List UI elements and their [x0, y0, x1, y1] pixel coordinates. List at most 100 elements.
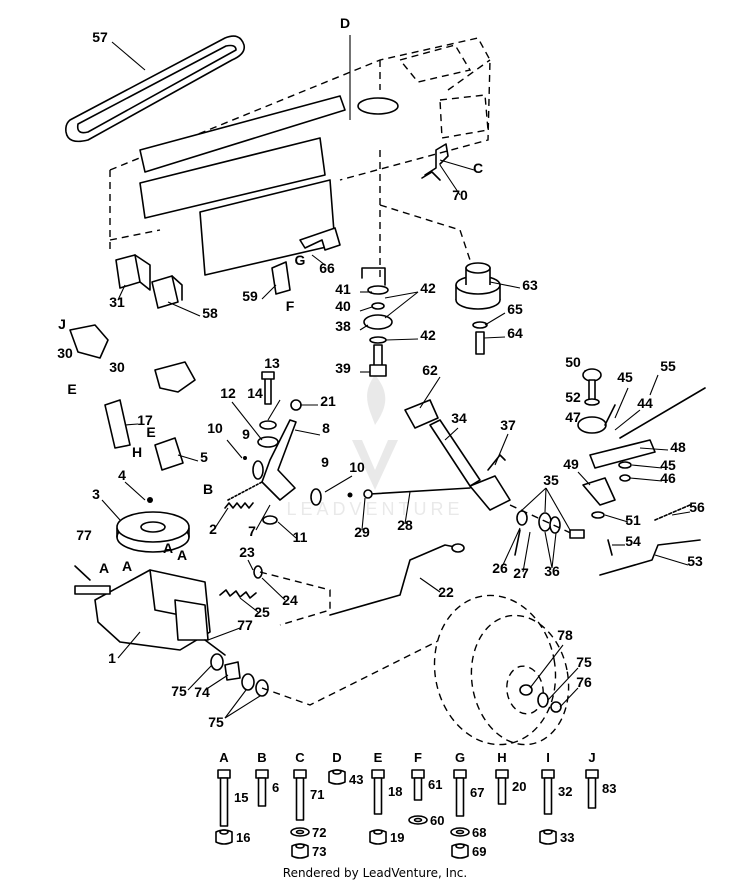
frame: [109, 37, 491, 280]
callout-c62: 62: [422, 362, 438, 378]
callout-c10b: 10: [349, 459, 365, 475]
axle-spacers: [210, 634, 451, 706]
callout-c40: 40: [335, 298, 351, 314]
lever-8: [227, 419, 353, 525]
callout-c74: 74: [194, 684, 210, 700]
callout-c27: 27: [513, 565, 529, 581]
callout-c63: 63: [522, 277, 538, 293]
rod-28: [363, 487, 471, 499]
callout-c78: 78: [557, 627, 573, 643]
pulley-3: [116, 497, 190, 553]
bolt-F-head: [411, 769, 425, 779]
callout-c13: 13: [264, 355, 280, 371]
bracket-59: [271, 261, 291, 295]
nut-G: [451, 843, 469, 859]
washers-35-36: [509, 504, 585, 556]
bolt-A-shank: [219, 777, 229, 827]
callout-leaders: [101, 35, 691, 719]
hardware-letter-I: I: [546, 750, 550, 765]
bolt-C-head: [293, 769, 307, 779]
watermark-logo: LEADVENTURE: [286, 375, 463, 519]
callout-c45b: 45: [660, 457, 676, 473]
hardware-bolt-H: 20: [512, 779, 526, 794]
bolt-stack-13: [257, 371, 302, 448]
hardware-letter-C: C: [295, 750, 305, 765]
spring-25: [219, 565, 263, 599]
callout-cF: F: [286, 298, 295, 314]
callout-c36: 36: [544, 563, 560, 579]
bolt-I-shank: [543, 777, 553, 815]
callout-c44: 44: [637, 395, 653, 411]
callout-c30b: 30: [109, 359, 125, 375]
bracket-66: [299, 227, 341, 251]
washer-C-hole: [295, 829, 305, 835]
callout-c17: 17: [137, 412, 153, 428]
clip-37: [487, 454, 506, 471]
callout-c53: 53: [687, 553, 703, 569]
rod-53: [599, 539, 701, 576]
callout-c54: 54: [625, 533, 641, 549]
hardware-nut-D: 43: [349, 772, 363, 787]
hardware-bolt-C: 71: [310, 787, 324, 802]
callout-c58: 58: [202, 305, 218, 321]
callout-c76: 76: [576, 674, 592, 690]
bolt-B-head: [255, 769, 269, 779]
callout-c9b: 9: [321, 454, 329, 470]
knob-50: [577, 368, 616, 434]
hardware-letter-B: B: [257, 750, 266, 765]
callout-c75a: 75: [576, 654, 592, 670]
nut-D-hole: [332, 769, 342, 775]
hardware-nut-I: 33: [560, 830, 574, 845]
callout-cE2: E: [146, 424, 155, 440]
washer-F-hole: [413, 817, 423, 823]
callout-cA3: A: [99, 560, 109, 576]
bolt-C-shank: [295, 777, 305, 821]
hardware-bolt-F: 61: [428, 777, 442, 792]
callout-c52: 52: [565, 389, 581, 405]
bolt-J-shank: [587, 777, 597, 809]
callout-c39: 39: [335, 360, 351, 376]
hardware-bolt-I: 32: [558, 784, 572, 799]
callout-c65: 65: [507, 301, 523, 317]
callout-c35: 35: [543, 472, 559, 488]
hardware-bolt-E: 18: [388, 784, 402, 799]
callout-c9a: 9: [242, 426, 250, 442]
callout-c70: 70: [452, 187, 468, 203]
callout-cD: D: [340, 15, 350, 31]
nut-A: [215, 829, 233, 845]
bolt-A-head: [217, 769, 231, 779]
callout-cA4: A: [122, 558, 132, 574]
callout-cE1: E: [67, 381, 76, 397]
callout-c66: 66: [319, 260, 335, 276]
nut-E: [369, 829, 387, 845]
callout-c3: 3: [92, 486, 100, 502]
callout-cJ: J: [58, 316, 66, 332]
hardware-letter-A: A: [219, 750, 229, 765]
hardware-letter-H: H: [497, 750, 506, 765]
nut-C-hole: [295, 843, 305, 849]
callout-c34: 34: [451, 410, 467, 426]
spring-2: [224, 502, 254, 509]
callout-cC: C: [473, 160, 483, 176]
callout-c50: 50: [565, 354, 581, 370]
hardware-bolt-G: 67: [470, 785, 484, 800]
bracket-31: [115, 254, 151, 291]
rod-22: [329, 544, 461, 616]
callout-c7: 7: [248, 523, 256, 539]
bolt-B-shank: [257, 777, 267, 807]
hardware-nut-E: 19: [390, 830, 404, 845]
callout-c23: 23: [239, 544, 255, 560]
callout-c55: 55: [660, 358, 676, 374]
callout-c2: 2: [209, 521, 217, 537]
callout-c59: 59: [242, 288, 258, 304]
callout-c49: 49: [563, 456, 579, 472]
watermark-text: LEADVENTURE: [286, 499, 463, 519]
nut-I-hole: [543, 829, 553, 835]
callout-c26: 26: [492, 560, 508, 576]
callout-c46: 46: [660, 470, 676, 486]
hardware-washer-G: 68: [472, 825, 486, 840]
hardware-nut-C: 73: [312, 844, 326, 859]
callout-c75c: 75: [208, 714, 224, 730]
pulley-63: [455, 262, 501, 355]
callout-c38: 38: [335, 318, 351, 334]
